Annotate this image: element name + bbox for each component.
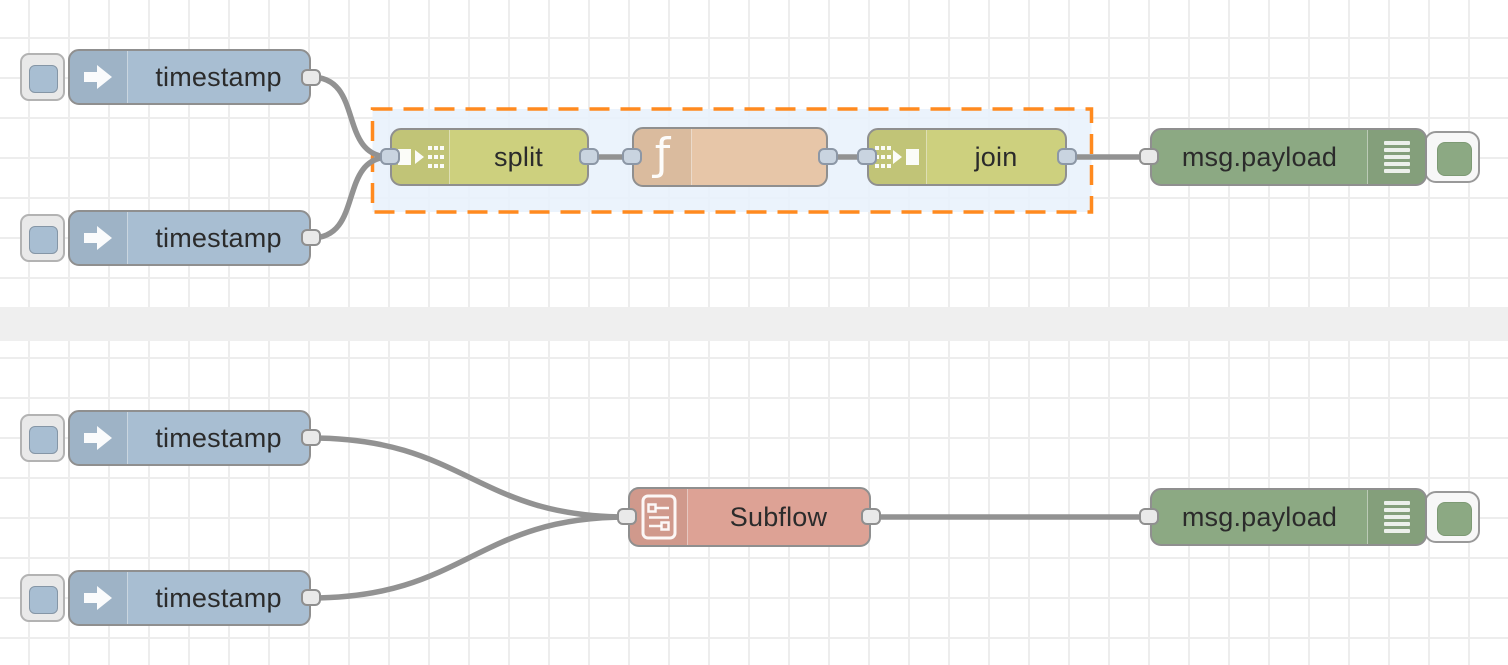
wire-inject2-split[interactable] bbox=[308, 154, 393, 241]
split-node[interactable]: split bbox=[390, 128, 589, 186]
output-port[interactable] bbox=[301, 229, 321, 246]
input-port[interactable] bbox=[380, 148, 400, 165]
input-port[interactable] bbox=[857, 148, 877, 165]
inject-button[interactable] bbox=[20, 214, 65, 262]
inject-button[interactable] bbox=[20, 53, 65, 101]
inject-node[interactable]: timestamp bbox=[68, 410, 311, 466]
subflow-icon bbox=[630, 489, 688, 545]
wire-inject1-split[interactable] bbox=[308, 74, 393, 160]
output-port[interactable] bbox=[301, 589, 321, 606]
output-port[interactable] bbox=[579, 148, 599, 165]
node-label bbox=[692, 129, 826, 185]
inject-arrow-icon bbox=[70, 412, 128, 464]
node-label: timestamp bbox=[155, 61, 282, 92]
inject-arrow-icon bbox=[70, 572, 128, 624]
join-node[interactable]: join bbox=[867, 128, 1067, 186]
inject-button-inner bbox=[29, 226, 58, 254]
node-label: msg.payload bbox=[1181, 501, 1338, 532]
input-port[interactable] bbox=[617, 508, 637, 525]
debug-toggle-button[interactable] bbox=[1424, 491, 1480, 543]
inject-arrow-icon bbox=[70, 212, 128, 264]
node-label: msg.payload bbox=[1181, 141, 1338, 172]
inject-node[interactable]: timestamp bbox=[68, 210, 311, 266]
join-icon bbox=[869, 130, 927, 184]
output-port[interactable] bbox=[861, 508, 881, 525]
debug-node[interactable]: msg.payload bbox=[1150, 128, 1427, 186]
inject-button[interactable] bbox=[20, 574, 65, 622]
node-label: split bbox=[493, 141, 543, 172]
output-port[interactable] bbox=[301, 429, 321, 446]
debug-toggle-button[interactable] bbox=[1424, 131, 1480, 183]
function-glyph: ƒ bbox=[654, 129, 671, 180]
split-icon bbox=[392, 130, 450, 184]
output-port[interactable] bbox=[1057, 148, 1077, 165]
input-port[interactable] bbox=[1139, 148, 1159, 165]
inject-button-inner bbox=[29, 65, 58, 93]
wire-inject4-subflow[interactable] bbox=[308, 514, 630, 601]
debug-toggle-inner bbox=[1437, 142, 1472, 176]
function-f-icon: ƒ bbox=[634, 129, 692, 185]
output-port[interactable] bbox=[301, 69, 321, 86]
node-label: Subflow bbox=[729, 501, 828, 532]
inject-node[interactable]: timestamp bbox=[68, 570, 311, 626]
wire-inject3-subflow[interactable] bbox=[308, 435, 630, 520]
debug-list-icon bbox=[1367, 490, 1425, 544]
debug-toggle-inner bbox=[1437, 502, 1472, 536]
inject-button[interactable] bbox=[20, 414, 65, 462]
node-label: join bbox=[974, 141, 1018, 172]
flow-separator-band bbox=[0, 307, 1508, 341]
subflow-node[interactable]: Subflow bbox=[628, 487, 871, 547]
node-label: timestamp bbox=[155, 422, 282, 453]
input-port[interactable] bbox=[622, 148, 642, 165]
node-label: timestamp bbox=[155, 222, 282, 253]
node-label: timestamp bbox=[155, 582, 282, 613]
inject-node[interactable]: timestamp bbox=[68, 49, 311, 105]
debug-list-icon bbox=[1367, 130, 1425, 184]
output-port[interactable] bbox=[818, 148, 838, 165]
inject-button-inner bbox=[29, 586, 58, 614]
input-port[interactable] bbox=[1139, 508, 1159, 525]
debug-node[interactable]: msg.payload bbox=[1150, 488, 1427, 546]
function-node[interactable]: ƒ bbox=[632, 127, 828, 187]
inject-button-inner bbox=[29, 426, 58, 454]
inject-arrow-icon bbox=[70, 51, 128, 103]
